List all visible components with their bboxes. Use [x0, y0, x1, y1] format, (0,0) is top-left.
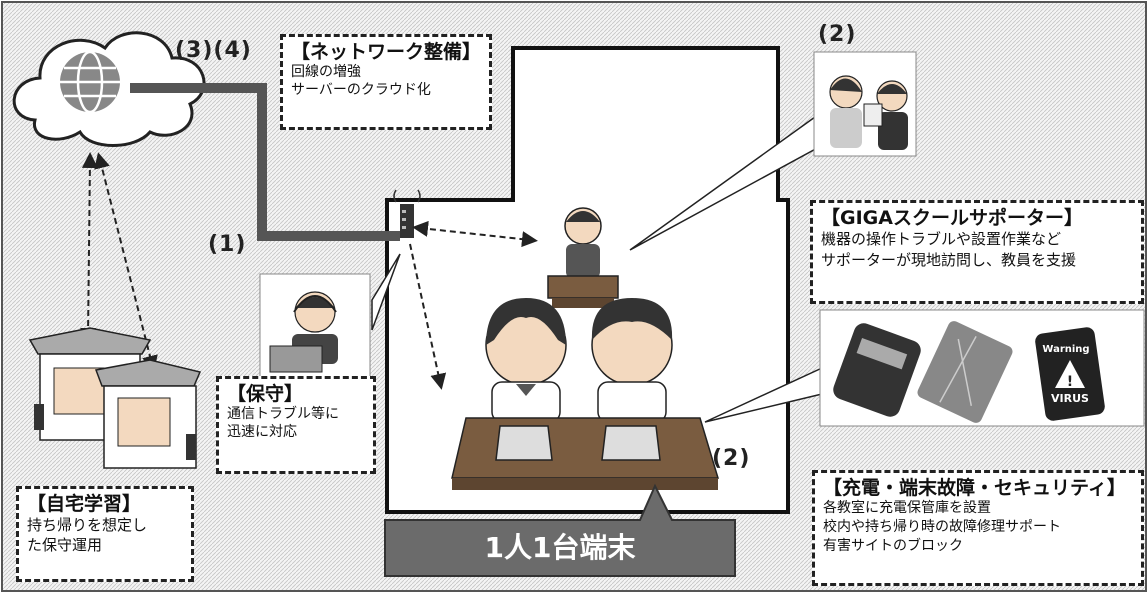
- broken-phone-icon: [833, 323, 921, 417]
- jitaku-line-2: た保守運用: [27, 536, 103, 554]
- devices-image: !: [819, 309, 1145, 427]
- router-icon: [393, 189, 421, 238]
- banner-shape: [384, 483, 736, 577]
- jitaku-line-1: 持ち帰りを想定し: [27, 516, 148, 534]
- warning-text: Warning: [1042, 344, 1089, 355]
- network-line-1: 回線の増強: [291, 64, 361, 80]
- helpdesk-operator-image: [259, 273, 371, 379]
- label-1: (1): [208, 232, 247, 257]
- home-house-2: [94, 359, 202, 469]
- label-2-mid: (2): [712, 446, 751, 471]
- label-2-top: (2): [818, 22, 857, 47]
- supporter-image: [813, 51, 917, 157]
- globe-icon: [60, 50, 120, 114]
- giga-title: 【GIGAスクールサポーター】: [821, 207, 1083, 229]
- jitaku-title: 【自宅学習】: [27, 493, 142, 515]
- virus-text: VIRUS: [1051, 392, 1089, 405]
- virus-phone-icon: !: [1035, 327, 1105, 421]
- hoshu-title: 【保守】: [227, 383, 304, 405]
- hoshu-line-1: 通信トラブル等に: [227, 406, 339, 422]
- arrow-router-students: [409, 243, 447, 390]
- juden-box: 【充電・端末故障・セキュリティ】 各教室に充電保管庫を設置 校内や持ち帰り時の故…: [812, 470, 1144, 586]
- giga-line-2: サポーターが現地訪問し、教員を支援: [821, 251, 1077, 269]
- juden-line-2: 校内や持ち帰り時の故障修理サポート: [823, 519, 1061, 535]
- student-boy-figure: [591, 298, 673, 423]
- cracked-tablet-icon: [917, 321, 1013, 423]
- juden-line-1: 各教室に充電保管庫を設置: [823, 500, 991, 516]
- hoshu-box: 【保守】 通信トラブル等に 迅速に対応: [216, 376, 376, 474]
- banner-label: 1人1台端末: [484, 531, 636, 564]
- network-line-2: サーバーのクラウド化: [291, 82, 431, 98]
- network-title: 【ネットワーク整備】: [291, 41, 482, 63]
- student-girl-figure: [485, 298, 567, 423]
- juden-title: 【充電・端末故障・セキュリティ】: [823, 477, 1126, 499]
- juden-line-3: 有害サイトのブロック: [823, 538, 963, 554]
- teacher-figure: [547, 207, 619, 308]
- callout-pointer-helpdesk: [371, 253, 401, 331]
- label-3-4: (3)(4): [175, 38, 252, 63]
- hoshu-line-2: 迅速に対応: [227, 424, 297, 440]
- giga-box: 【GIGAスクールサポーター】 機器の操作トラブルや設置作業など サポーターが現…: [810, 200, 1144, 304]
- arrow-router-teacher: [412, 220, 538, 248]
- jitaku-box: 【自宅学習】 持ち帰りを想定し た保守運用: [16, 486, 194, 582]
- arrow-cloud-home2: [94, 152, 158, 372]
- desk-with-tablets: [451, 417, 720, 490]
- giga-line-1: 機器の操作トラブルや設置作業など: [821, 230, 1062, 248]
- network-box: 【ネットワーク整備】 回線の増強 サーバーのクラウド化: [280, 34, 492, 130]
- network-line: [130, 83, 400, 241]
- svg-text:!: !: [1067, 374, 1073, 390]
